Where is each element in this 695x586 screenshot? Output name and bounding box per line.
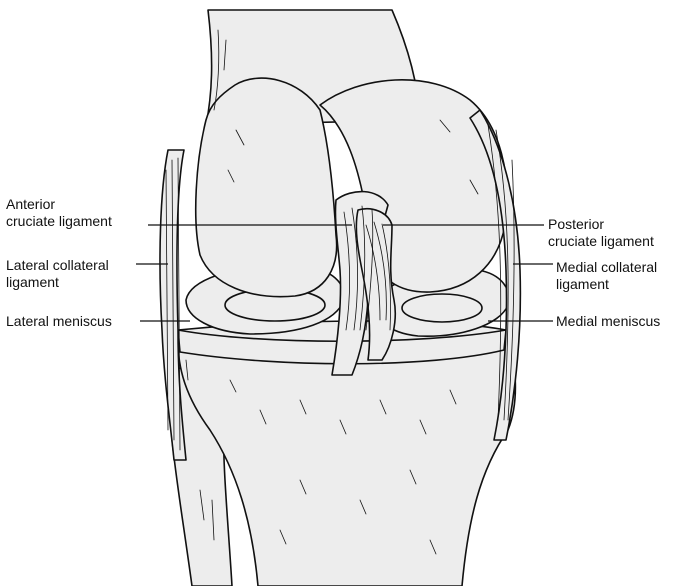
label-line: Medial collateral <box>556 259 657 276</box>
label-line: cruciate ligament <box>6 213 112 230</box>
medial-meniscus-inner <box>402 294 482 322</box>
label-lateral-meniscus: Lateral meniscus <box>6 313 112 330</box>
label-posterior-cruciate-ligament: Posterior cruciate ligament <box>548 216 654 250</box>
label-medial-collateral-ligament: Medial collateral ligament <box>556 259 657 293</box>
label-line: cruciate ligament <box>548 233 654 250</box>
label-line: Medial meniscus <box>556 313 660 330</box>
label-line: Lateral collateral <box>6 257 109 274</box>
label-medial-meniscus: Medial meniscus <box>556 313 660 330</box>
label-line: Posterior <box>548 216 654 233</box>
label-line: Lateral meniscus <box>6 313 112 330</box>
lateral-femoral-condyle <box>196 78 337 297</box>
label-lateral-collateral-ligament: Lateral collateral ligament <box>6 257 109 291</box>
label-line: ligament <box>556 276 657 293</box>
label-anterior-cruciate-ligament: Anterior cruciate ligament <box>6 196 112 230</box>
label-line: Anterior <box>6 196 112 213</box>
label-line: ligament <box>6 274 109 291</box>
